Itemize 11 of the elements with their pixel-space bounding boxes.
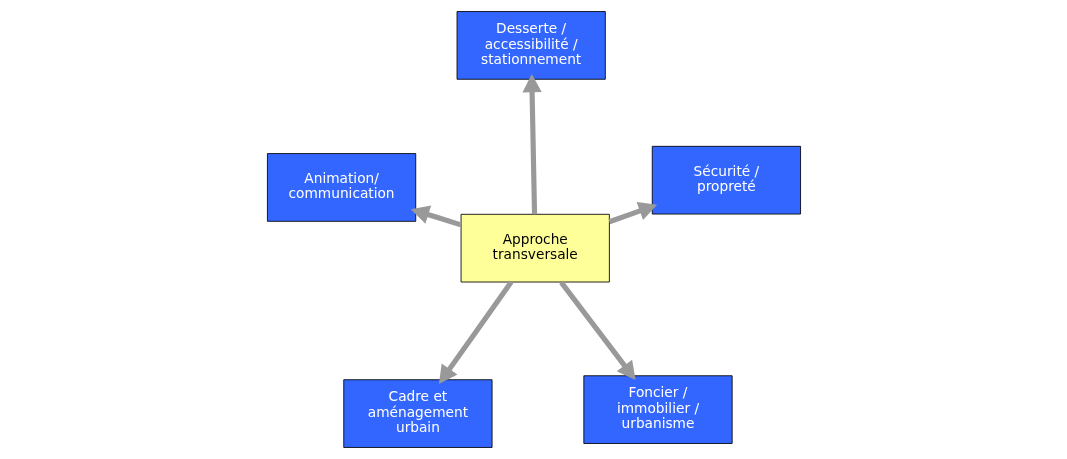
arrow: [558, 280, 636, 381]
node-box: Animation/ communication: [266, 153, 416, 222]
arrow: [410, 205, 462, 228]
node-box: Cadre et aménagement urbain: [342, 379, 492, 448]
arrow: [521, 73, 542, 215]
node-box: Approche transversale: [460, 213, 610, 283]
arrow: [608, 201, 657, 225]
node-box: Desserte / accessibilité / stationnement: [456, 11, 606, 80]
arrow: [438, 280, 513, 384]
node-box: Foncier / immobilier / urbanisme: [582, 375, 733, 444]
node-box: Sécurité / propreté: [651, 145, 801, 215]
